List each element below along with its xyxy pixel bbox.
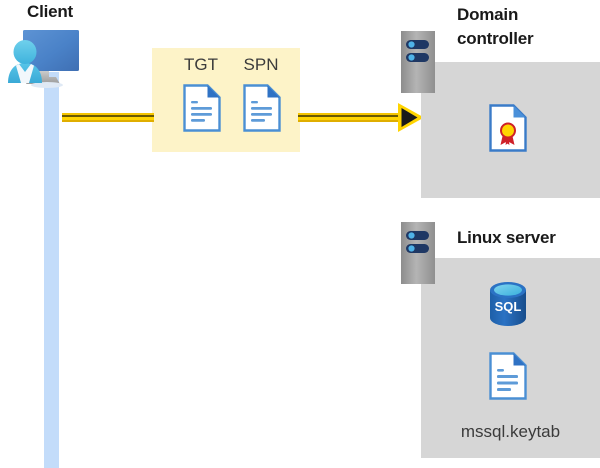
client-lifeline bbox=[44, 72, 59, 468]
svg-text:SQL: SQL bbox=[495, 299, 522, 314]
tgt-document-icon bbox=[183, 84, 221, 132]
sql-database-icon: SQL bbox=[487, 281, 529, 327]
linux-server-title: Linux server bbox=[457, 228, 556, 247]
domain-controller-server-rack-icon bbox=[401, 31, 435, 93]
keytab-filename-label: mssql.keytab bbox=[460, 422, 561, 441]
message-arrow-shaft-right bbox=[298, 113, 404, 122]
message-arrow-shaft-left bbox=[62, 113, 154, 122]
keytab-document-icon bbox=[489, 352, 527, 400]
certificate-document-icon bbox=[489, 104, 527, 152]
user-workstation-icon bbox=[5, 27, 90, 89]
linux-server-rack-icon bbox=[401, 222, 435, 284]
domain-controller-title: Domain controller bbox=[457, 5, 534, 48]
message-arrow-head-icon bbox=[398, 103, 424, 132]
client-title: Client bbox=[27, 2, 74, 21]
spn-label: SPN bbox=[243, 55, 279, 74]
tgt-label: TGT bbox=[184, 55, 218, 74]
spn-document-icon bbox=[243, 84, 281, 132]
